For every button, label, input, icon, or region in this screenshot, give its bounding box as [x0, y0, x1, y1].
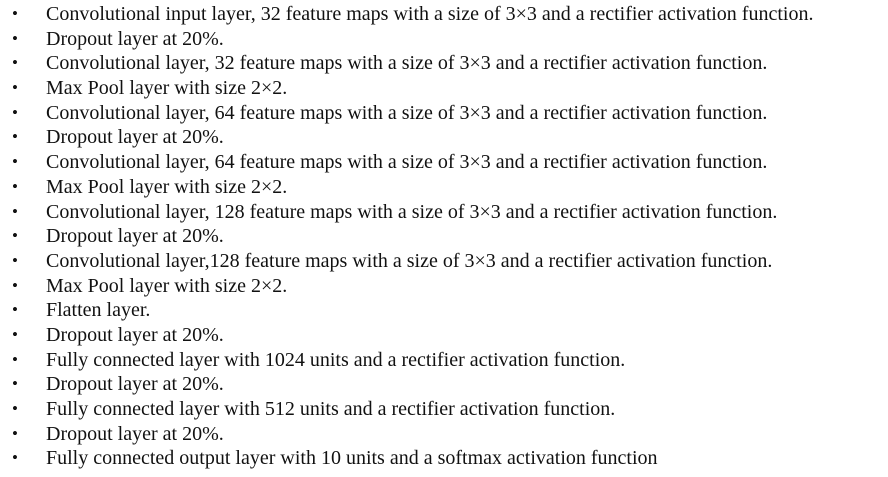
- list-item: • Dropout layer at 20%.: [0, 224, 888, 249]
- list-item: • Dropout layer at 20%.: [0, 323, 888, 348]
- list-item-text: Max Pool layer with size 2×2.: [46, 274, 288, 297]
- list-item-text: Dropout layer at 20%.: [46, 27, 224, 50]
- list-item-text: Fully connected output layer with 10 uni…: [46, 447, 658, 470]
- list-item: • Dropout layer at 20%.: [0, 125, 888, 150]
- list-item-text: Convolutional layer, 32 feature maps wit…: [46, 52, 768, 75]
- bullet-icon: •: [12, 127, 18, 147]
- list-item-text: Fully connected layer with 512 units and…: [46, 398, 616, 420]
- list-item: • Fully connected output layer with 10 un…: [0, 446, 888, 471]
- list-item: • Fully connected layer with 512 units an…: [0, 397, 888, 422]
- list-item-text: Flatten layer.: [46, 299, 151, 322]
- bullet-icon: •: [12, 53, 18, 73]
- bullet-icon: •: [12, 349, 18, 369]
- bullet-icon: •: [12, 4, 18, 23]
- list-item-text: Fully connected layer with 1024 units an…: [46, 348, 626, 371]
- list-item-text: Convolutional layer, 128 feature maps wi…: [46, 200, 778, 223]
- list-item: • Flatten layer.: [0, 298, 888, 323]
- list-item-text: Dropout layer at 20%.: [46, 126, 224, 149]
- list-item: • Dropout layer at 20%.: [0, 27, 888, 52]
- bullet-icon: •: [12, 448, 18, 468]
- list-item: • Convolutional layer, 64 feature maps wi…: [0, 150, 888, 175]
- bullet-icon: •: [12, 324, 18, 344]
- bullet-icon: •: [12, 399, 18, 418]
- bullet-icon: •: [12, 176, 18, 196]
- list-item-text: Convolutional layer, 64 feature maps wit…: [46, 101, 768, 124]
- bullet-icon: •: [12, 201, 18, 221]
- list-item-text: Convolutional input layer, 32 feature ma…: [46, 3, 814, 25]
- list-item: • Convolutional layer, 128 feature maps w…: [0, 200, 888, 225]
- list-item-text: Convolutional layer, 64 feature maps wit…: [46, 151, 768, 174]
- list-item-text: Dropout layer at 20%.: [46, 323, 224, 346]
- list-item: • Dropout layer at 20%.: [0, 422, 888, 447]
- bullet-icon: •: [12, 250, 18, 270]
- list-item: • Convolutional layer,128 feature maps wi…: [0, 249, 888, 274]
- list-item-text: Dropout layer at 20%.: [46, 373, 224, 396]
- list-item-text: Max Pool layer with size 2×2.: [46, 175, 288, 198]
- list-item-text: Dropout layer at 20%.: [46, 225, 224, 248]
- list-item-text: Convolutional layer,128 feature maps wit…: [46, 249, 773, 272]
- bullet-icon: •: [12, 28, 18, 48]
- list-item: • Max Pool layer with size 2×2.: [0, 175, 888, 200]
- list-item: • Convolutional layer, 64 feature maps wi…: [0, 101, 888, 126]
- list-item: • Convolutional input layer, 32 feature m…: [0, 2, 888, 27]
- list-item: • Dropout layer at 20%.: [0, 372, 888, 397]
- bullet-icon: •: [12, 102, 18, 122]
- list-item-text: Dropout layer at 20%.: [46, 422, 224, 445]
- bullet-icon: •: [12, 300, 18, 320]
- list-item-text: Max Pool layer with size 2×2.: [46, 77, 288, 100]
- list-item: • Max Pool layer with size 2×2.: [0, 274, 888, 299]
- list-item: • Convolutional layer, 32 feature maps wi…: [0, 51, 888, 76]
- list-item: • Max Pool layer with size 2×2.: [0, 76, 888, 101]
- bullet-icon: •: [12, 374, 18, 394]
- list-item: • Fully connected layer with 1024 units a…: [0, 348, 888, 373]
- bullet-icon: •: [12, 423, 18, 443]
- bullet-icon: •: [12, 78, 18, 98]
- bullet-icon: •: [12, 275, 18, 295]
- bullet-icon: •: [12, 152, 18, 172]
- bullet-icon: •: [12, 226, 18, 246]
